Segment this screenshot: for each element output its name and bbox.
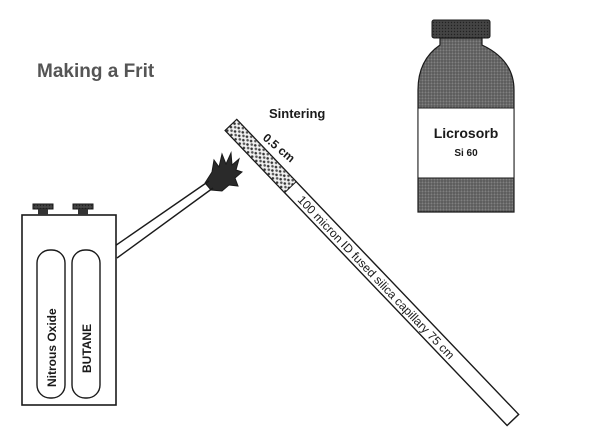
- bottle-grade: Si 60: [454, 148, 478, 159]
- canister-butane: [71, 249, 101, 399]
- diagram-title: Making a Frit: [37, 61, 155, 82]
- gas-box-body: [21, 214, 117, 406]
- bottle-cap-icon: [431, 19, 491, 39]
- capillary-label: 100 micron ID fused silica capillary 75 …: [295, 193, 458, 362]
- torch-tube: [111, 180, 214, 259]
- knob-left-stem: [38, 209, 48, 215]
- flame-icon: [204, 151, 243, 192]
- licrosorb-bottle: Licrosorb Si 60: [417, 19, 515, 213]
- canister-nitrous: [36, 249, 66, 399]
- bottle-name: Licrosorb: [434, 125, 499, 141]
- frit-packing: [224, 118, 297, 194]
- knob-right-icon: [72, 203, 94, 210]
- canister-nitrous-label: Nitrous Oxide: [45, 308, 59, 387]
- knob-left-icon: [32, 203, 54, 210]
- sintering-label: Sintering: [269, 106, 325, 121]
- gas-box: Nitrous Oxide BUTANE: [21, 203, 117, 406]
- canister-butane-label: BUTANE: [80, 324, 94, 373]
- bottle-label: [417, 107, 515, 179]
- knob-right-stem: [78, 209, 88, 215]
